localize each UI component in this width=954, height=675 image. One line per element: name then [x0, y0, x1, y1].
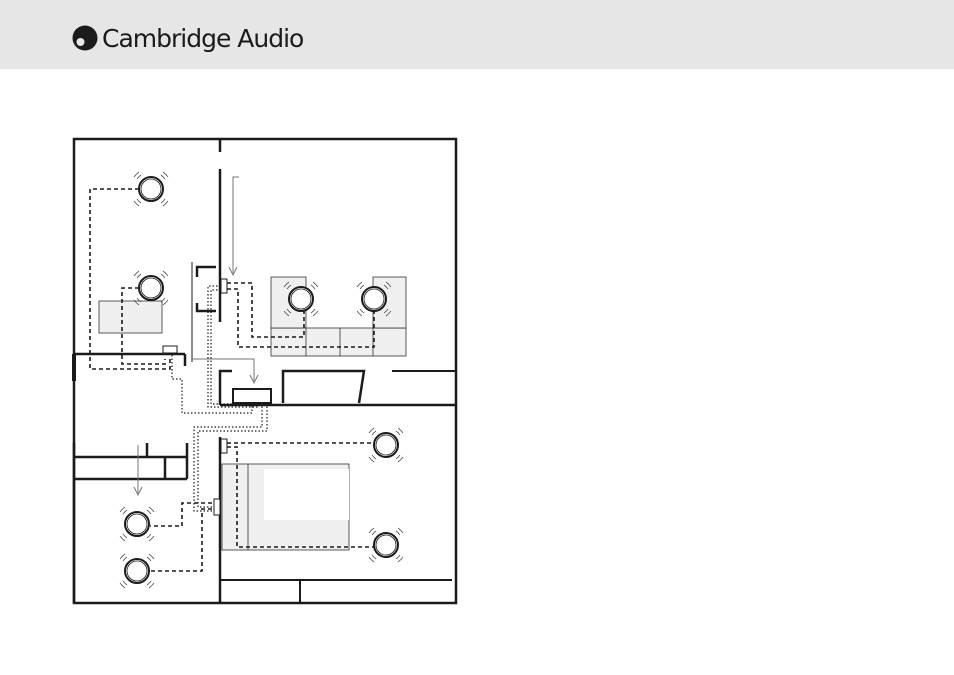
- floor-plan-svg: [72, 137, 458, 605]
- signal-arrows: [134, 177, 258, 495]
- table-upper-left: [99, 301, 162, 333]
- brand-logo: Cambridge Audio: [72, 22, 303, 54]
- wall-socket-kitchen: [163, 346, 177, 353]
- speaker-icon: [284, 282, 318, 316]
- cambridge-audio-logo-icon: [72, 25, 98, 51]
- brand-name: Cambridge Audio: [102, 24, 303, 53]
- wall-socket-lounge: [221, 279, 227, 293]
- wall-socket-lower: [214, 499, 220, 515]
- speaker-icon: [369, 428, 403, 462]
- cabinet: [233, 389, 271, 403]
- speaker-icon: [120, 554, 154, 588]
- floor-plan-diagram: [72, 137, 458, 605]
- wall-socket-bedroom: [221, 439, 227, 453]
- page-header: Cambridge Audio: [0, 0, 954, 69]
- speaker-icon: [369, 528, 403, 562]
- speaker-icon: [120, 507, 154, 541]
- sofa-lounge: [271, 328, 406, 356]
- speaker-icon: [357, 282, 391, 316]
- speaker-icon: [134, 271, 168, 305]
- speaker-icon: [134, 172, 168, 206]
